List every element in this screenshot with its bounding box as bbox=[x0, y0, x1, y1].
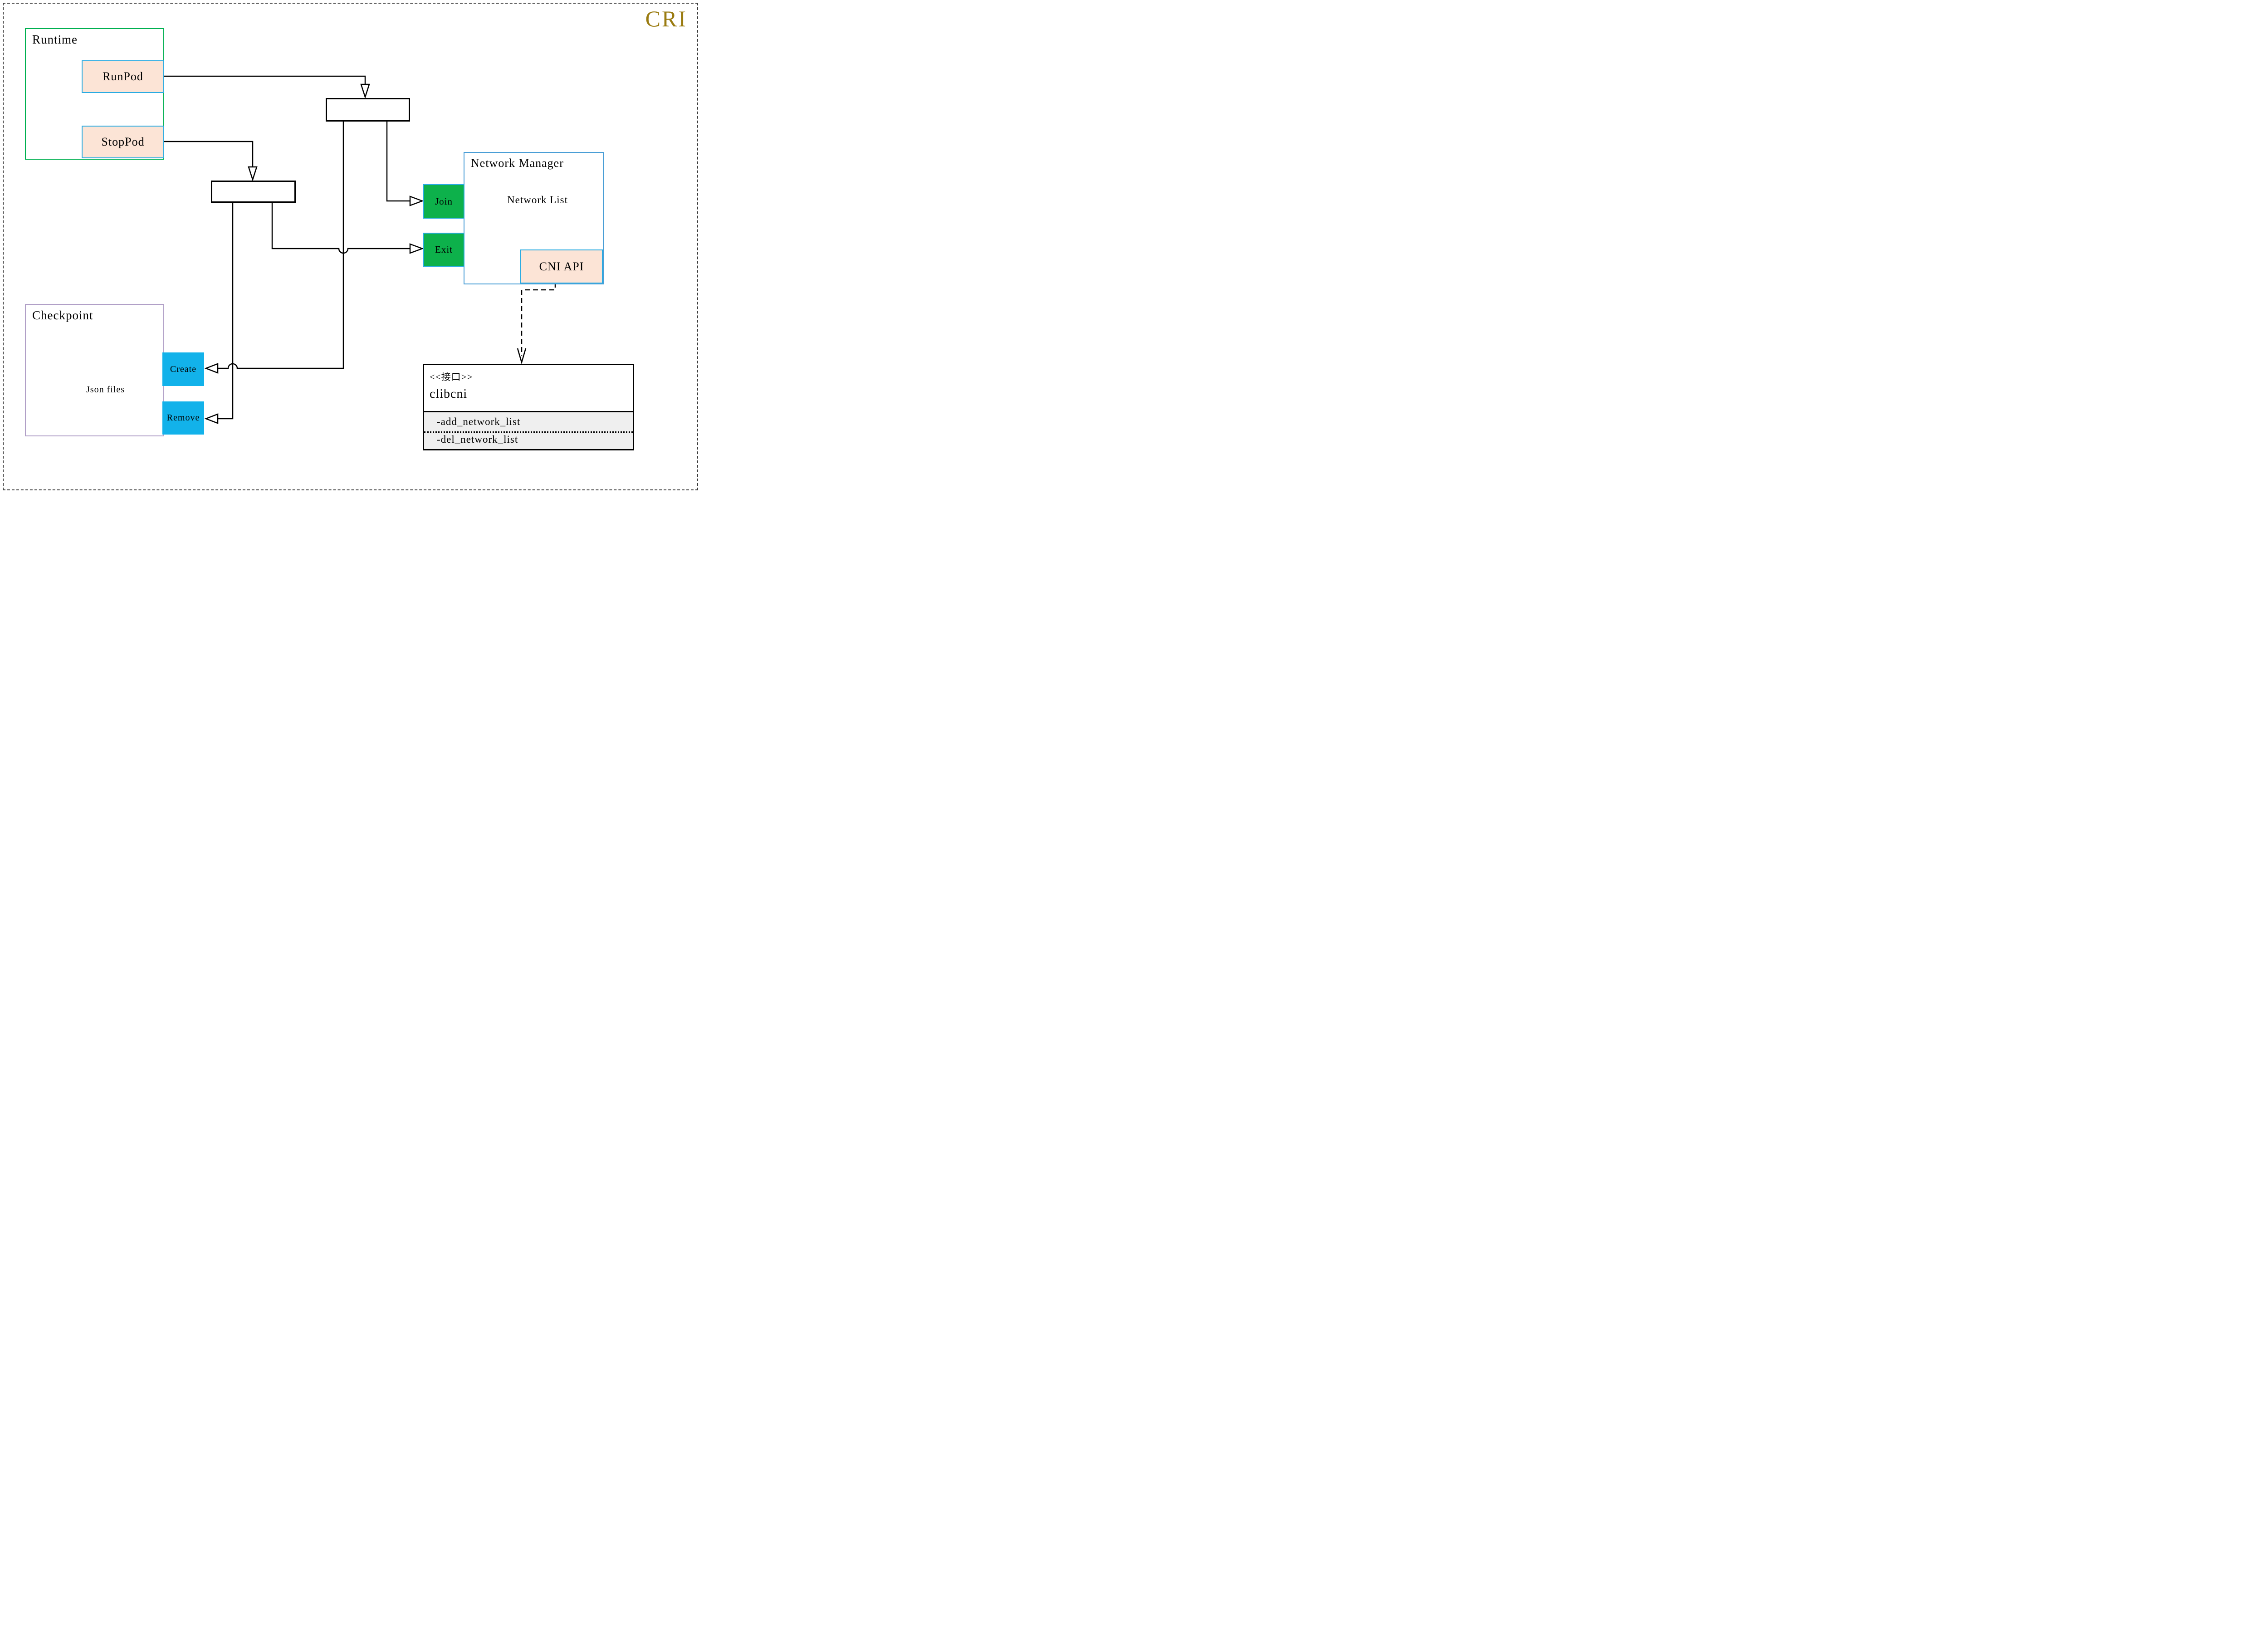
remove-label: Remove bbox=[166, 413, 200, 423]
stoppod-box: StopPod bbox=[82, 126, 164, 158]
exit-box: Exit bbox=[423, 233, 464, 267]
cni-api-label: CNI API bbox=[539, 259, 584, 273]
methods-dotted-divider bbox=[424, 431, 633, 433]
join-box: Join bbox=[423, 184, 464, 219]
arrowhead-into-join bbox=[409, 195, 424, 206]
runpod-box: RunPod bbox=[82, 60, 164, 93]
clibcni-interface-box: <<接口>> clibcni -add_network_list -del_ne… bbox=[423, 364, 634, 450]
arrowhead-into-flow2 bbox=[248, 166, 258, 182]
cni-api-box: CNI API bbox=[520, 249, 603, 283]
network-manager-title: Network Manager bbox=[471, 156, 564, 170]
flow2-to-exit-line bbox=[271, 200, 410, 254]
json-files-label: Json files bbox=[86, 385, 125, 395]
diagram-dashed-frame bbox=[3, 3, 698, 490]
flow-step-box-top bbox=[326, 98, 410, 122]
connector-lines bbox=[163, 75, 556, 420]
cniapi-to-clibcni-dashed-line bbox=[521, 283, 556, 356]
create-box: Create bbox=[162, 352, 204, 386]
flow2-to-remove-line bbox=[218, 200, 234, 420]
checkpoint-title: Checkpoint bbox=[32, 308, 93, 322]
arrowhead-into-exit bbox=[409, 243, 424, 254]
interface-name: clibcni bbox=[430, 387, 468, 401]
runpod-label: RunPod bbox=[103, 70, 143, 83]
arrowheads bbox=[204, 83, 424, 424]
flow1-to-create-line bbox=[218, 119, 344, 369]
dashed-arrowhead-open-v bbox=[517, 348, 527, 365]
method-del-network-list: -del_network_list bbox=[437, 434, 518, 445]
arrowhead-into-flow1 bbox=[360, 83, 370, 99]
method-add-network-list: -add_network_list bbox=[437, 416, 521, 427]
network-list-label: Network List bbox=[507, 194, 568, 205]
network-manager-container: Network Manager bbox=[464, 152, 604, 284]
arrowhead-into-remove bbox=[204, 413, 219, 424]
arrowhead-into-create bbox=[204, 363, 219, 374]
interface-stereotype: <<接口>> bbox=[430, 371, 473, 382]
runpod-to-flow1-line bbox=[163, 75, 366, 84]
flow1-to-join-line bbox=[386, 119, 410, 202]
cri-title: CRI bbox=[645, 6, 687, 31]
clibcni-header-section: <<接口>> clibcni bbox=[424, 365, 633, 411]
flow-step-box-middle bbox=[211, 181, 296, 203]
runtime-container: Runtime bbox=[25, 28, 164, 160]
checkpoint-container: Checkpoint bbox=[25, 304, 164, 436]
cri-architecture-diagram: CRI Runtime RunPod StopPod Network Manag… bbox=[0, 0, 701, 493]
remove-box: Remove bbox=[162, 401, 204, 435]
runtime-title: Runtime bbox=[32, 33, 78, 46]
exit-label: Exit bbox=[435, 244, 453, 255]
create-label: Create bbox=[170, 364, 197, 374]
clibcni-methods-section: -add_network_list -del_network_list bbox=[424, 411, 633, 449]
stoppod-to-flow2-line bbox=[163, 141, 254, 167]
stoppod-label: StopPod bbox=[101, 135, 145, 148]
join-label: Join bbox=[435, 195, 453, 207]
